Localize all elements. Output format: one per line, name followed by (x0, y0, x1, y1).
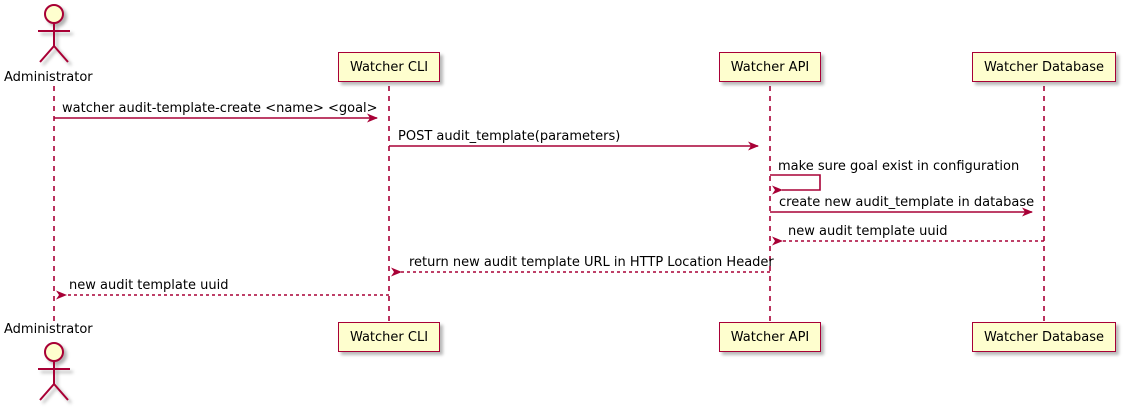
participant-box-watcher-database-top[interactable]: Watcher Database (972, 52, 1116, 82)
participant-label-watcher-database-top: Watcher Database (984, 59, 1104, 75)
participant-label-watcher-database-bottom: Watcher Database (984, 329, 1104, 345)
actor-label-administrator-bottom: Administrator (4, 322, 93, 337)
message-label-6: return new audit template URL in HTTP Lo… (409, 255, 774, 270)
participant-label-watcher-cli-bottom: Watcher CLI (349, 329, 429, 345)
message-label-2: POST audit_template(parameters) (398, 129, 621, 144)
participant-box-watcher-cli-bottom[interactable]: Watcher CLI (338, 322, 440, 352)
message-arrows (54, 113, 1044, 300)
participant-label-watcher-api-top: Watcher API (730, 59, 810, 75)
participant-box-watcher-api-bottom[interactable]: Watcher API (719, 322, 821, 352)
participant-box-watcher-database-bottom[interactable]: Watcher Database (972, 322, 1116, 352)
participant-box-watcher-api-top[interactable]: Watcher API (719, 52, 821, 82)
message-label-5: new audit template uuid (788, 224, 948, 239)
arrow-msg-3-self (770, 174, 821, 195)
participant-label-watcher-api-bottom: Watcher API (730, 329, 810, 345)
message-label-7: new audit template uuid (69, 278, 229, 293)
participant-label-watcher-cli-top: Watcher CLI (349, 59, 429, 75)
actor-label-administrator-top: Administrator (4, 70, 93, 85)
participant-box-watcher-cli-top[interactable]: Watcher CLI (338, 52, 440, 82)
message-label-1: watcher audit-template-create <name> <go… (62, 101, 378, 116)
actor-figure-bottom (38, 342, 70, 401)
message-label-4: create new audit_template in database (779, 195, 1035, 210)
actor-figure-top (38, 4, 70, 63)
message-label-3: make sure goal exist in configuration (778, 159, 1020, 174)
